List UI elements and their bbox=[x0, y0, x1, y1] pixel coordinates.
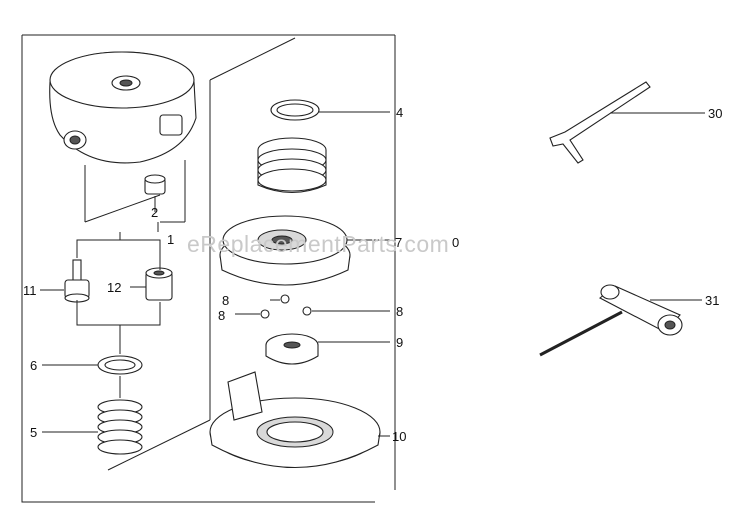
callout-8-left: 8 bbox=[218, 308, 225, 323]
hex-wrench-part-30 bbox=[549, 81, 651, 164]
callout-labels: 1 2 4 7 0 8 8 8 9 10 11 12 6 5 30 31 bbox=[23, 105, 722, 444]
bolt-part-11 bbox=[64, 259, 90, 303]
callout-10: 10 bbox=[392, 429, 406, 444]
callout-11: 11 bbox=[23, 283, 37, 298]
spring-part-5 bbox=[97, 399, 143, 455]
callout-6: 6 bbox=[30, 358, 37, 373]
callout-7: 7 bbox=[395, 235, 402, 250]
callout-4: 4 bbox=[396, 105, 403, 120]
callout-30: 30 bbox=[708, 106, 722, 121]
spool-part-7 bbox=[219, 215, 351, 286]
leader-lines bbox=[40, 111, 705, 437]
callout-8-top: 8 bbox=[222, 293, 229, 308]
base-plate-part-10 bbox=[209, 371, 381, 469]
callout-1: 1 bbox=[167, 232, 174, 247]
callout-0: 0 bbox=[452, 235, 459, 250]
watermark: eReplacementParts.com bbox=[187, 231, 449, 257]
callout-8-right: 8 bbox=[396, 304, 403, 319]
callout-31: 31 bbox=[705, 293, 719, 308]
callout-12: 12 bbox=[107, 280, 121, 295]
socket-wrench-part-31 bbox=[539, 284, 683, 357]
connector-lines bbox=[76, 160, 186, 398]
assembly-frame bbox=[21, 34, 396, 503]
hub-part-9 bbox=[265, 333, 319, 365]
coil-spring-part bbox=[257, 137, 327, 193]
ball-parts-8 bbox=[260, 294, 312, 319]
washer-part-6 bbox=[97, 355, 143, 375]
nut-part-12 bbox=[145, 267, 173, 301]
callout-2: 2 bbox=[151, 205, 158, 220]
nut-part-2 bbox=[144, 174, 166, 195]
ring-part-4 bbox=[270, 99, 320, 121]
head-cover-part bbox=[49, 51, 197, 164]
callout-5: 5 bbox=[30, 425, 37, 440]
callout-9: 9 bbox=[396, 335, 403, 350]
